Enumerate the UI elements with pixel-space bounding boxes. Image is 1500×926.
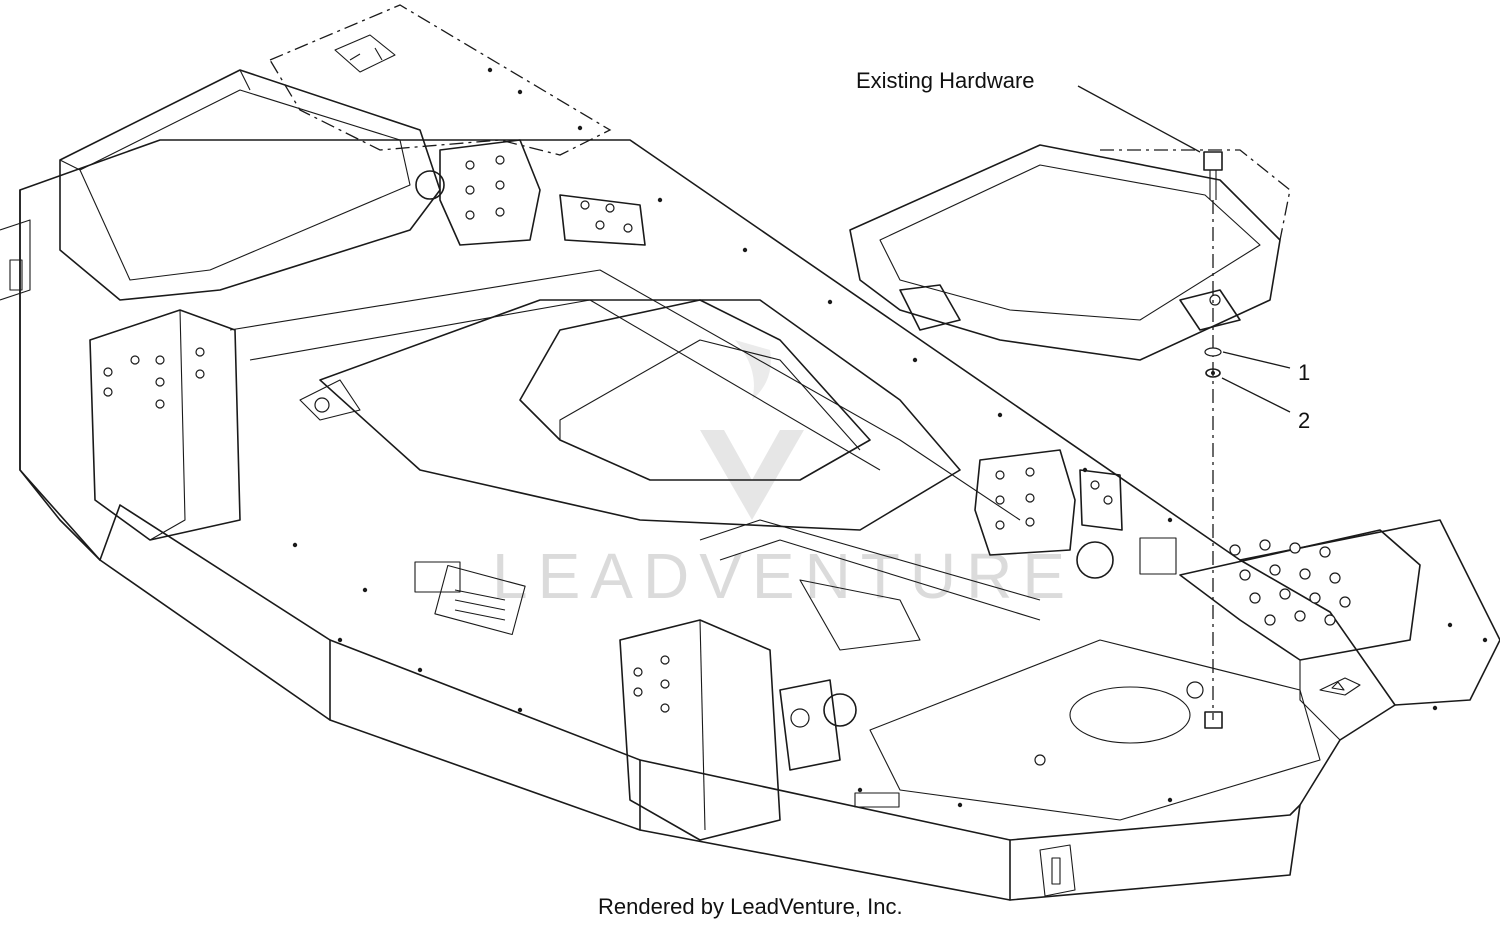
right-spindle-cover xyxy=(849,144,1291,361)
callout-1-leader xyxy=(1222,351,1291,369)
callout-2-number: 2 xyxy=(1298,408,1310,433)
callout-existing-hardware: Existing Hardware xyxy=(856,68,1201,153)
existing-hardware-label: Existing Hardware xyxy=(856,68,1035,93)
center-spindle-cover xyxy=(299,299,961,531)
deck-mount-holes xyxy=(292,67,1488,808)
deck-shell xyxy=(0,139,1500,901)
lock-washer-icon xyxy=(1205,368,1221,378)
leadventure-watermark: LEADVENTURE xyxy=(492,340,1075,612)
credit-text: Rendered by LeadVenture, Inc. xyxy=(598,894,903,919)
callout-1: 1 xyxy=(1222,351,1310,385)
right-plate-holes xyxy=(1229,539,1351,626)
belt-channel xyxy=(229,269,1041,651)
left-spindle-bracket xyxy=(89,309,241,541)
watermark-text: LEADVENTURE xyxy=(492,540,1075,612)
washer-icon xyxy=(1204,347,1222,357)
watermark-logo xyxy=(700,430,804,520)
right-idler-bracket xyxy=(974,449,1123,579)
callout-2-leader xyxy=(1221,377,1291,413)
bolt-icon xyxy=(1203,151,1223,171)
callout-2: 2 xyxy=(1221,377,1310,433)
existing-hardware-leader xyxy=(1077,85,1201,153)
hardware-stack xyxy=(1203,151,1223,729)
left-idler-bracket xyxy=(415,139,646,246)
callout-1-number: 1 xyxy=(1298,360,1310,385)
center-front-bracket xyxy=(619,619,857,841)
left-belt-cover xyxy=(59,4,612,301)
deck-decals xyxy=(414,537,1361,808)
right-spindle-opening xyxy=(869,639,1321,821)
